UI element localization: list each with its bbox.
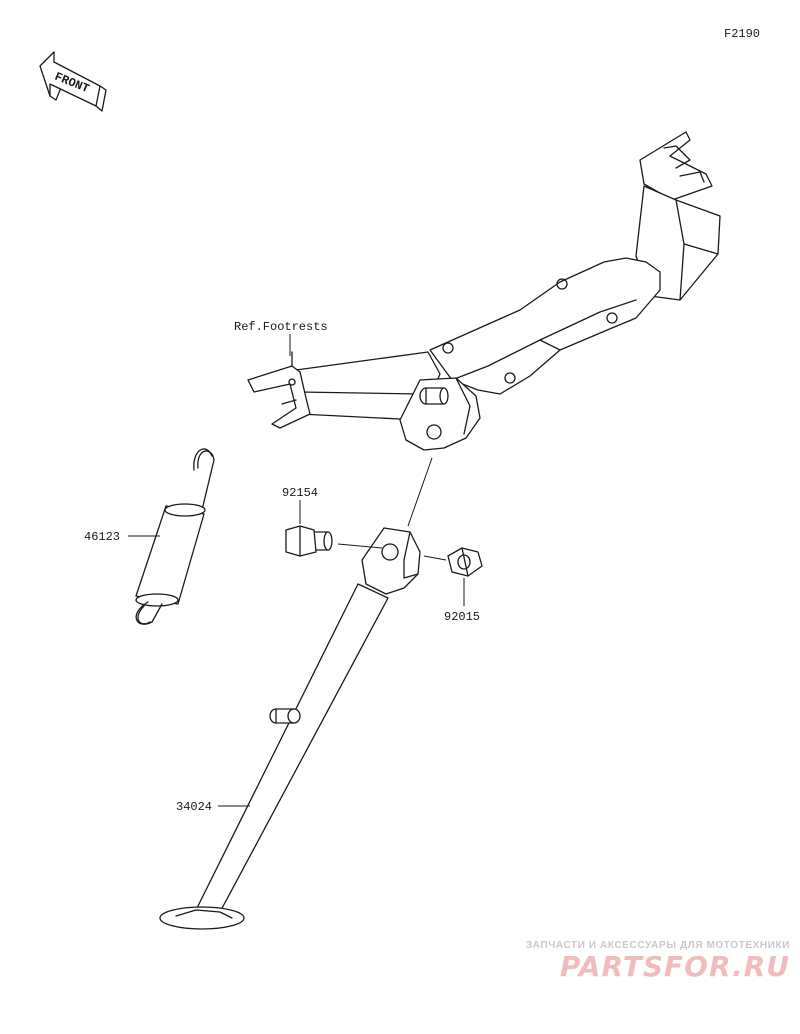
stand-part-number: 34024: [176, 800, 212, 814]
nut-92015: [447, 547, 483, 577]
watermark-tagline: ЗАПЧАСТИ И АКСЕССУАРЫ ДЛЯ МОТОТЕХНИКИ: [525, 940, 790, 951]
spring-part-number: 46123: [84, 530, 120, 544]
front-direction-arrow-icon: FRONT: [39, 51, 107, 112]
watermark-logo: PARTSFOR.RU: [559, 950, 790, 983]
bolt-92154: [285, 525, 333, 557]
bolt-part-number: 92154: [282, 486, 318, 500]
alignment-line-frame-stand: [407, 457, 433, 527]
frame-bracket: [247, 131, 721, 451]
nut-part-number: 92015: [444, 610, 480, 624]
side-stand: [159, 527, 421, 930]
spring-46123: [135, 448, 215, 625]
diagram-code: F2190: [724, 27, 760, 41]
alignment-line-bolt: [337, 543, 383, 549]
ref-footrests-label: Ref.Footrests: [234, 320, 328, 334]
alignment-line-nut: [423, 555, 447, 561]
